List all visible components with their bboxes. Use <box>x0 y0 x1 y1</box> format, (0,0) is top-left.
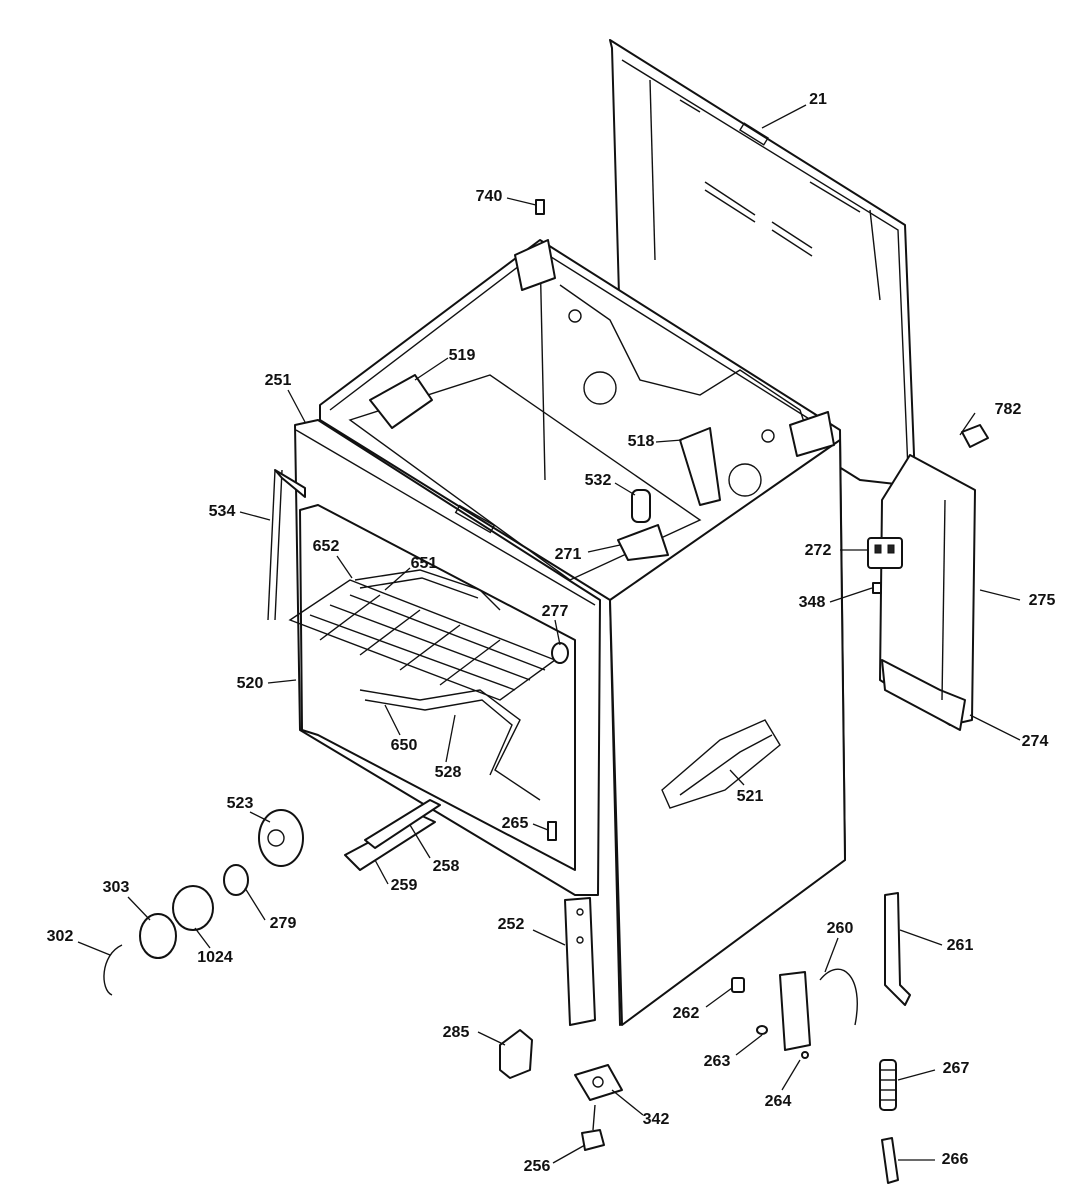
callout-256: 256 <box>523 1158 551 1175</box>
drawer-rail <box>344 799 441 871</box>
callout-342: 342 <box>642 1111 670 1128</box>
callout-275: 275 <box>1028 592 1056 609</box>
part-277 <box>551 642 569 664</box>
callout-518: 518 <box>627 433 655 450</box>
terminal-block <box>867 537 903 569</box>
callout-252: 252 <box>497 916 525 933</box>
front-frame <box>294 419 601 896</box>
callout-266: 266 <box>941 1151 969 1168</box>
back-panel <box>879 454 976 731</box>
oven-sensor <box>617 489 669 561</box>
part-266 <box>881 1137 899 1184</box>
callout-272: 272 <box>804 542 832 559</box>
callout-263: 263 <box>703 1053 731 1070</box>
clip-740 <box>535 199 545 215</box>
callout-267: 267 <box>942 1060 970 1077</box>
callout-523: 523 <box>226 795 254 812</box>
callout-21: 21 <box>809 91 827 108</box>
callout-277: 277 <box>541 603 569 620</box>
leader-lines <box>77 104 1021 1164</box>
callout-1024: 1024 <box>197 949 233 966</box>
callout-303: 303 <box>102 879 130 896</box>
callout-260: 260 <box>826 920 854 937</box>
clip-782 <box>961 424 989 448</box>
insulation-519 <box>369 374 433 429</box>
callout-302: 302 <box>46 928 74 945</box>
callout-528: 528 <box>434 764 462 781</box>
callout-279: 279 <box>269 915 297 932</box>
hinge-260 <box>779 968 858 1051</box>
callout-285: 285 <box>442 1024 470 1041</box>
top-panel <box>609 39 916 486</box>
callout-265: 265 <box>501 815 529 832</box>
callout-261: 261 <box>946 937 974 954</box>
leveling-bracket-342 <box>574 1064 623 1101</box>
callout-520: 520 <box>236 675 264 692</box>
door-gasket <box>267 469 306 621</box>
insulation-518 <box>679 427 721 506</box>
callout-348: 348 <box>798 594 826 611</box>
spring-267 <box>879 1059 897 1111</box>
part-263 <box>756 1025 768 1035</box>
part-348 <box>872 582 882 594</box>
callout-532: 532 <box>584 472 612 489</box>
hinge-bracket-252 <box>564 897 596 1026</box>
part-285 <box>499 1029 533 1079</box>
callout-271: 271 <box>554 546 582 563</box>
callout-521: 521 <box>736 788 764 805</box>
callout-534: 534 <box>208 503 236 520</box>
callout-782: 782 <box>994 401 1022 418</box>
callout-262: 262 <box>672 1005 700 1022</box>
broil-element <box>354 569 501 611</box>
oven-rack <box>288 579 557 701</box>
callout-650: 650 <box>390 737 418 754</box>
callout-651: 651 <box>410 555 438 572</box>
hinge-261 <box>884 892 911 1006</box>
callout-264: 264 <box>764 1093 792 1110</box>
callout-251: 251 <box>264 372 292 389</box>
callout-258: 258 <box>432 858 460 875</box>
callout-519: 519 <box>448 347 476 364</box>
bake-element <box>359 689 541 801</box>
cabinet-body <box>319 239 846 1026</box>
callout-259: 259 <box>390 877 418 894</box>
callout-740: 740 <box>475 188 503 205</box>
part-265 <box>547 821 557 841</box>
light-assembly <box>103 809 304 996</box>
part-264 <box>801 1051 809 1059</box>
leveling-leg-256 <box>581 1104 605 1151</box>
callout-274: 274 <box>1021 733 1049 750</box>
callout-652: 652 <box>312 538 340 555</box>
part-262 <box>731 977 745 993</box>
